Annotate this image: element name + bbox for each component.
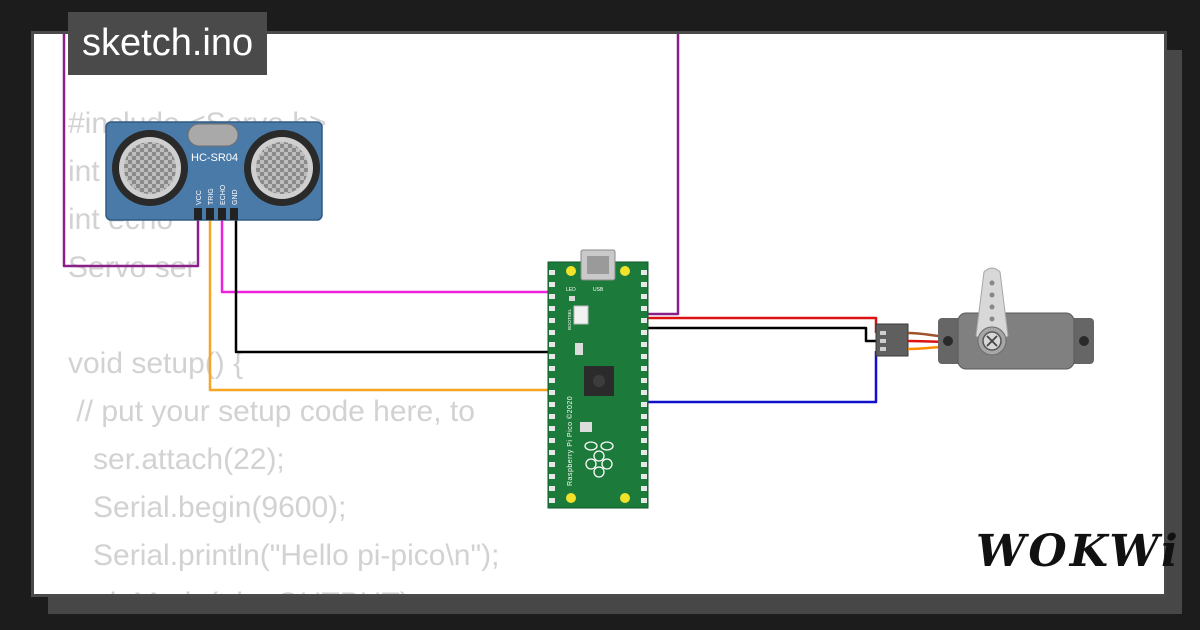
wire-black-gnd[interactable]	[234, 220, 555, 354]
raspberry-logo-icon	[584, 441, 614, 478]
code-background: #include <Servo.h> int int echo Servo se…	[68, 100, 598, 594]
ultrasonic-sensor[interactable]: HC-SR04 VCC TRIG ECHO GND	[105, 121, 323, 221]
pico-vertical-text: Raspberry Pi Pico ©2020	[566, 396, 574, 486]
bootsel-label: BOOTSEL	[567, 308, 572, 330]
wire-black-servo[interactable]	[638, 326, 876, 352]
raspberry-pi-pico[interactable]: LED USB BOOTSEL Raspberry Pi Pico ©2020	[547, 249, 649, 509]
wire-blue-servo[interactable]	[640, 351, 878, 404]
pico-right-pins	[641, 270, 647, 503]
sensor-pin-trig: TRIG	[208, 188, 215, 205]
code-line: ser.attach(22);	[68, 443, 285, 476]
wire-orange-echo[interactable]	[208, 220, 555, 392]
code-line: pinMode(trig, OUTPUT);	[68, 580, 598, 594]
wokwi-logo: WOKWi	[976, 526, 1181, 577]
wire-purple-vcc[interactable]	[640, 34, 680, 316]
code-line: Serial.begin(9600);	[68, 491, 347, 524]
bootsel-button[interactable]	[573, 305, 589, 325]
sketch-title-tab[interactable]: sketch.ino	[68, 12, 268, 75]
code-line: Servo ser	[68, 251, 197, 284]
sensor-pin-echo: ECHO	[220, 184, 227, 205]
wire-magenta-trig[interactable]	[220, 220, 557, 356]
wire-purple[interactable]	[62, 34, 200, 268]
sensor-pin-vcc: VCC	[196, 190, 203, 205]
code-line: int	[68, 155, 100, 188]
sensor-pin-gnd: GND	[232, 189, 239, 205]
wire-red-servo[interactable]	[640, 316, 878, 333]
code-line: Serial.println("Hello pi-pico\n");	[68, 539, 500, 572]
usb-label: USB	[593, 287, 604, 293]
pico-left-pins	[549, 270, 555, 503]
code-line: // put your setup code here, to ce:	[68, 395, 599, 428]
led-label: LED	[566, 287, 576, 293]
sensor-model-label: HC-SR04	[191, 152, 238, 164]
servo-motor[interactable]	[875, 267, 1094, 370]
